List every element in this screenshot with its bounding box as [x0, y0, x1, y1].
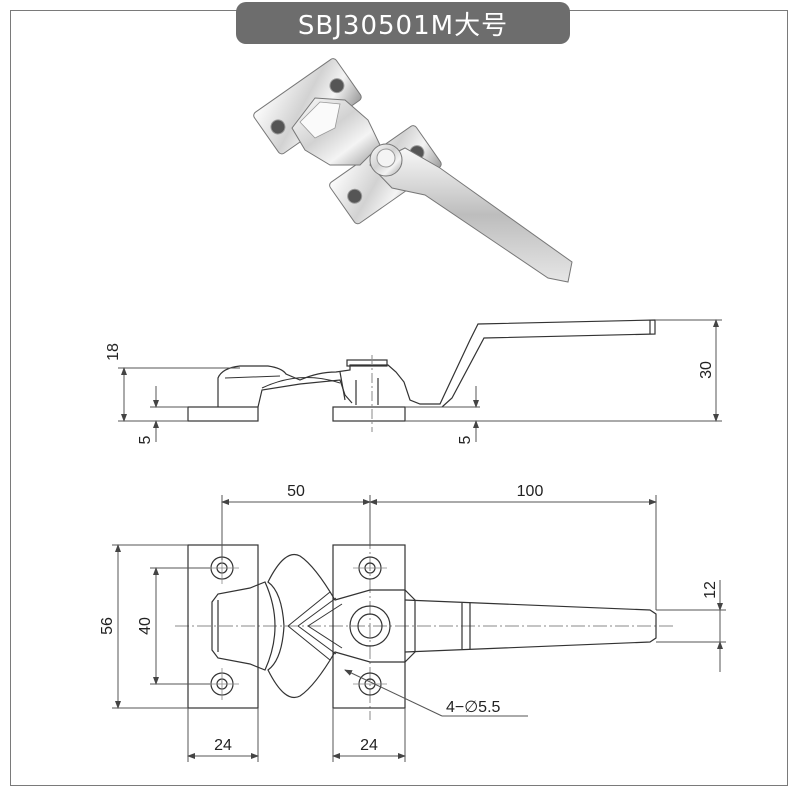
- top-pivot-inner: [357, 613, 383, 639]
- dim-side-5-left: 5: [137, 435, 154, 444]
- side-left-base: [187, 406, 259, 422]
- side-handle-profile: [217, 319, 656, 408]
- dim-side-30: 30: [698, 361, 715, 379]
- dim-top-12: 12: [702, 581, 719, 599]
- dim-top-50: 50: [287, 483, 305, 500]
- dim-top-100: 100: [517, 483, 544, 500]
- top-left-plate: [187, 544, 259, 709]
- top-right-plate: [332, 544, 406, 709]
- hole-callout: 4−∅5.5: [446, 699, 501, 716]
- side-hook-curve: [257, 379, 353, 408]
- top-pivot-outer: [349, 605, 391, 647]
- dim-side-18: 18: [105, 343, 122, 361]
- dim-top-24-right: 24: [360, 737, 378, 754]
- dim-side-5-right: 5: [457, 435, 474, 444]
- top-center-lines: [175, 535, 675, 720]
- top-view-dimensions: [112, 495, 726, 762]
- side-right-base: [332, 406, 406, 422]
- top-hook-block: [211, 581, 276, 671]
- side-view-dimensions: [118, 319, 722, 442]
- product-photo: [253, 58, 573, 283]
- latch-handle: [369, 147, 573, 283]
- upper-mounting-plate: [253, 58, 362, 155]
- dim-top-56: 56: [99, 617, 116, 635]
- top-latch-body: [267, 554, 416, 698]
- product-title: SBJ30501M大号: [236, 2, 570, 44]
- dim-top-40: 40: [137, 617, 154, 635]
- dim-top-24-left: 24: [214, 737, 232, 754]
- top-view: [187, 544, 657, 709]
- top-handle: [404, 599, 657, 653]
- side-view: [187, 319, 656, 422]
